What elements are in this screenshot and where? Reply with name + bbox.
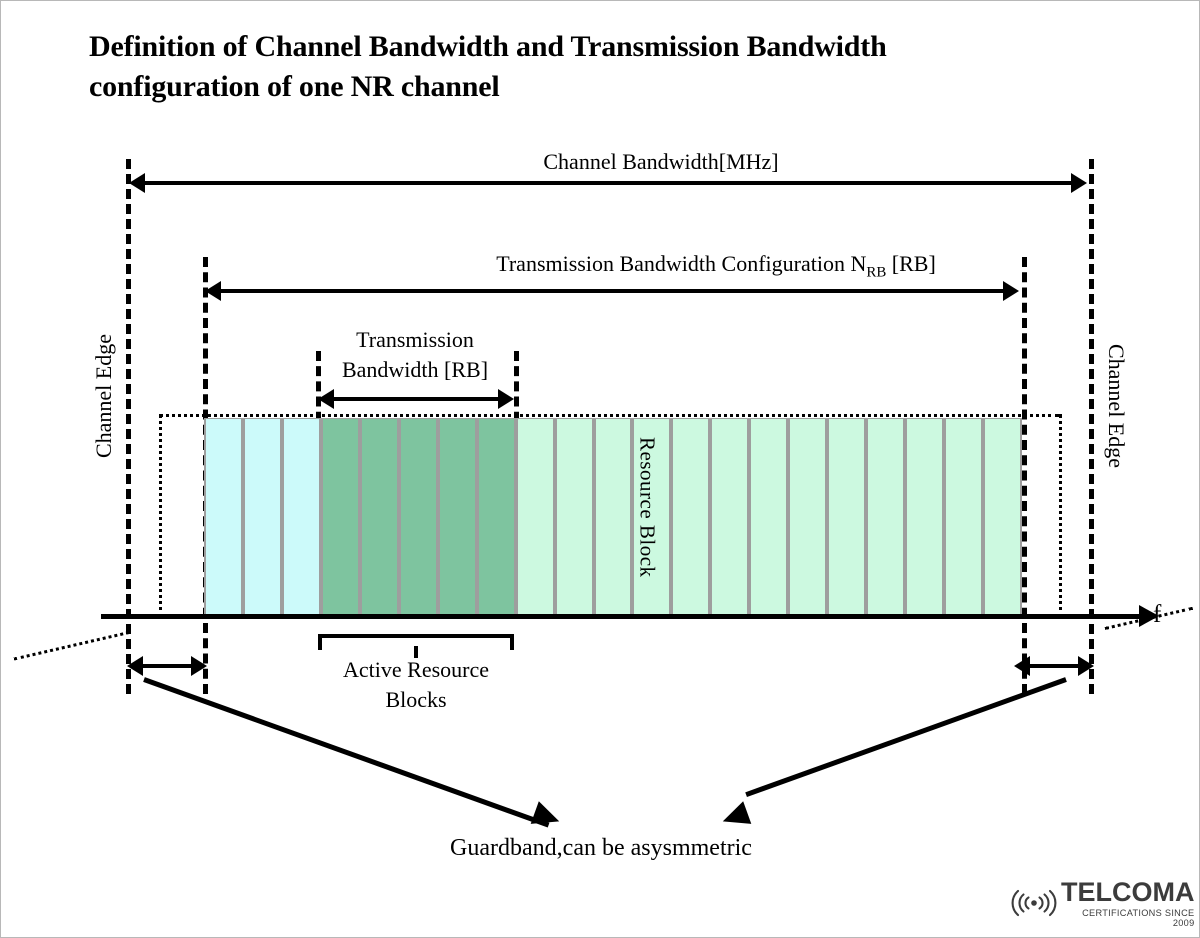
resource-block-guard-1[interactable] bbox=[204, 418, 243, 617]
page-title-line2: configuration of one NR channel bbox=[89, 69, 500, 103]
frequency-axis-label: f bbox=[1153, 601, 1162, 628]
page-title-line1: Definition of Channel Bandwidth and Tran… bbox=[89, 30, 887, 63]
active-resource-blocks-bracket-tick bbox=[414, 646, 418, 658]
signal-wave-icon bbox=[1011, 886, 1057, 920]
resource-block-inactive-12[interactable] bbox=[944, 418, 984, 617]
channel-edge-label-right: Channel Edge bbox=[1031, 321, 1199, 491]
resource-block-inactive-11[interactable] bbox=[905, 418, 945, 617]
resource-block-inactive-4[interactable] bbox=[632, 418, 672, 617]
resource-block-inactive-10[interactable] bbox=[866, 418, 906, 617]
transmission-config-label: Transmission Bandwidth Configuration NRB… bbox=[321, 251, 1111, 281]
guardband-arrow-left bbox=[127, 656, 207, 676]
telcoma-logo: TELCOMA CERTIFICATIONS SINCE 2009 bbox=[1011, 876, 1195, 928]
resource-block-active-5[interactable] bbox=[476, 418, 516, 617]
resource-block-inactive-2[interactable] bbox=[554, 418, 594, 617]
channel-bandwidth-label: Channel Bandwidth[MHz] bbox=[543, 149, 779, 174]
transmission-config-label-pre: Transmission Bandwidth Configuration N bbox=[496, 251, 867, 276]
channel-edge-line-right bbox=[1089, 159, 1094, 694]
resource-block-guard-2[interactable] bbox=[242, 418, 282, 617]
transmission-bandwidth-label: Transmission Bandwidth [RB] bbox=[285, 325, 545, 384]
resource-block-inactive-9[interactable] bbox=[827, 418, 867, 617]
resource-block-active-2[interactable] bbox=[359, 418, 399, 617]
frequency-axis-arrowhead bbox=[1139, 605, 1159, 627]
resource-block-active-1[interactable] bbox=[320, 418, 360, 617]
resource-block-label: Resource Block bbox=[635, 437, 660, 578]
transmission-bandwidth-arrow bbox=[318, 389, 514, 409]
resource-block-guard-3[interactable] bbox=[281, 418, 321, 617]
frequency-axis-line bbox=[101, 614, 1141, 619]
channel-bandwidth-arrow bbox=[129, 173, 1087, 193]
guardband-pointer-right bbox=[718, 677, 1067, 833]
resource-block-inactive-6[interactable]: Resource Block bbox=[636, 418, 750, 617]
telcoma-tagline: CERTIFICATIONS SINCE 2009 bbox=[1082, 907, 1195, 928]
resource-block-strip: Resource Block bbox=[204, 418, 1023, 617]
transmission-config-line-right bbox=[1022, 257, 1027, 694]
transmission-config-label-sub: RB bbox=[866, 264, 887, 281]
guardband-label: Guardband,can be asysmmetric bbox=[450, 835, 752, 861]
resource-block-inactive-13[interactable] bbox=[983, 418, 1023, 617]
rb-outline-left bbox=[159, 414, 162, 618]
axis-dotted-right bbox=[1104, 605, 1195, 649]
active-resource-blocks-label-line2: Blocks bbox=[385, 687, 447, 713]
resource-block-inactive-7[interactable] bbox=[749, 418, 789, 617]
transmission-config-label-post: [RB] bbox=[886, 251, 936, 276]
resource-block-inactive-5[interactable] bbox=[671, 418, 711, 617]
channel-edge-label-right-text: Channel Edge bbox=[1104, 343, 1129, 469]
guardband-arrow-right bbox=[1014, 656, 1094, 676]
resource-block-inactive-1[interactable] bbox=[515, 418, 555, 617]
rb-outline-top bbox=[159, 414, 1059, 417]
page-title: Definition of Channel Bandwidth and Tran… bbox=[89, 27, 1119, 107]
telcoma-logo-text: TELCOMA CERTIFICATIONS SINCE 2009 bbox=[1061, 876, 1195, 928]
resource-block-active-3[interactable] bbox=[398, 418, 438, 617]
active-resource-blocks-bracket bbox=[318, 634, 514, 650]
telcoma-wordmark: TELCOMA bbox=[1061, 876, 1195, 907]
channel-edge-label-left: Channel Edge bbox=[19, 311, 189, 481]
axis-dotted-left bbox=[13, 613, 130, 661]
transmission-bandwidth-label-line1: Transmission bbox=[356, 327, 474, 352]
transmission-config-arrow bbox=[205, 281, 1019, 301]
guardband-pointer-left bbox=[143, 677, 574, 833]
resource-block-inactive-8[interactable] bbox=[788, 418, 828, 617]
active-resource-blocks-label-line1: Active Resource bbox=[343, 657, 489, 682]
transmission-bandwidth-label-line2: Bandwidth [RB] bbox=[341, 356, 489, 382]
rb-outline-right bbox=[1059, 414, 1062, 618]
resource-block-inactive-3[interactable] bbox=[593, 418, 633, 617]
channel-edge-label-left-text: Channel Edge bbox=[91, 333, 116, 459]
active-resource-blocks-label: Active Resource Blocks bbox=[296, 655, 536, 716]
resource-block-active-4[interactable] bbox=[437, 418, 477, 617]
channel-edge-line-left bbox=[126, 159, 131, 694]
